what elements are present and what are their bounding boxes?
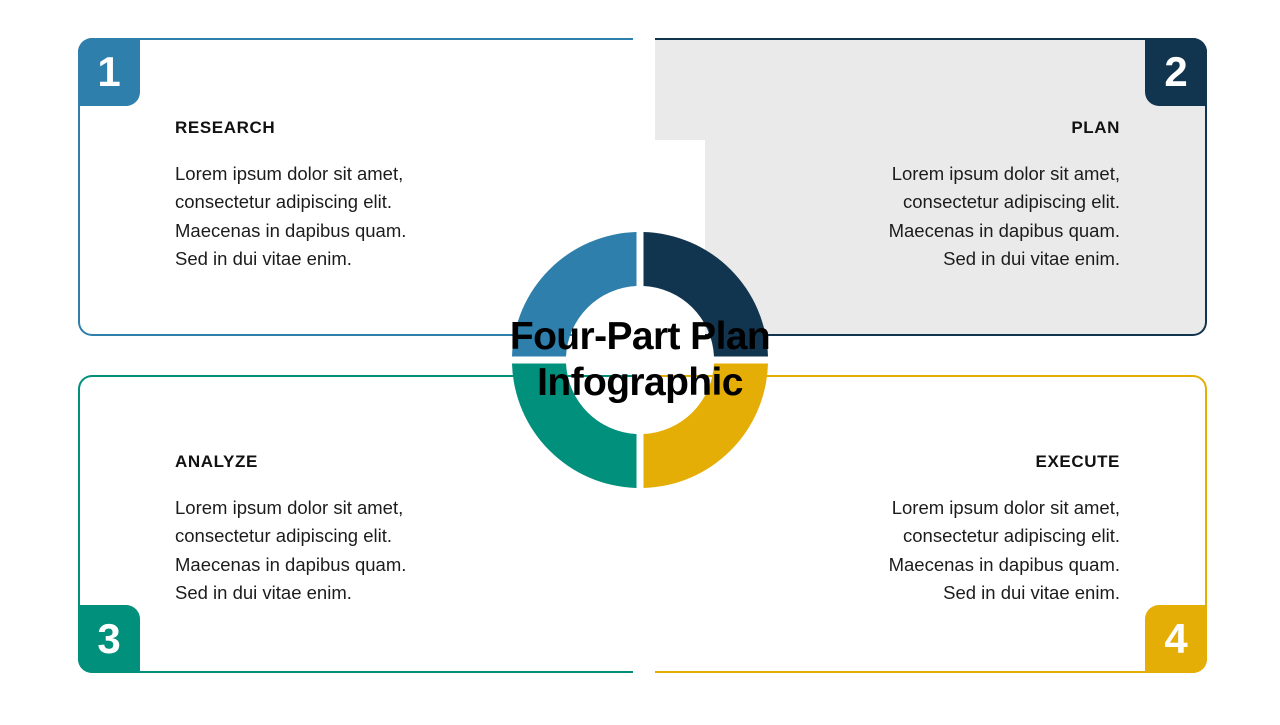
card-analyze-text: ANALYZE Lorem ipsum dolor sit amet, cons…: [175, 452, 430, 607]
badge-number-1[interactable]: 1: [78, 38, 140, 106]
card-execute-text: EXECUTE Lorem ipsum dolor sit amet, cons…: [855, 452, 1120, 607]
badge-number-3[interactable]: 3: [78, 605, 140, 673]
donut-title-line-1: Four-Part Plan: [509, 314, 771, 358]
card-analyze[interactable]: [78, 375, 633, 673]
donut-title-line-2: Infographic: [537, 361, 743, 404]
card-research-title: RESEARCH: [175, 118, 276, 137]
card-plan-title: PLAN: [1071, 118, 1120, 137]
badge-number-3-label: 3: [97, 615, 121, 662]
card-analyze-body: Lorem ipsum dolor sit amet, consectetur …: [175, 497, 407, 603]
badge-number-2-label: 2: [1164, 48, 1188, 95]
card-plan-body: Lorem ipsum dolor sit amet, consectetur …: [888, 163, 1120, 269]
badge-number-2[interactable]: 2: [1145, 38, 1207, 106]
card-research[interactable]: [78, 38, 633, 336]
donut-center-title: Four-Part Plan Infographic: [470, 290, 810, 430]
badge-number-4-label: 4: [1164, 615, 1188, 662]
card-execute-title: EXECUTE: [1035, 452, 1120, 471]
badge-number-1-label: 1: [97, 48, 121, 95]
card-research-body: Lorem ipsum dolor sit amet, consectetur …: [175, 163, 407, 269]
card-plan-text: PLAN Lorem ipsum dolor sit amet, consect…: [855, 118, 1120, 273]
card-execute-body: Lorem ipsum dolor sit amet, consectetur …: [888, 497, 1120, 603]
badge-number-4[interactable]: 4: [1145, 605, 1207, 673]
card-execute[interactable]: [655, 375, 1207, 673]
card-research-text: RESEARCH Lorem ipsum dolor sit amet, con…: [175, 118, 430, 273]
card-analyze-title: ANALYZE: [175, 452, 258, 471]
